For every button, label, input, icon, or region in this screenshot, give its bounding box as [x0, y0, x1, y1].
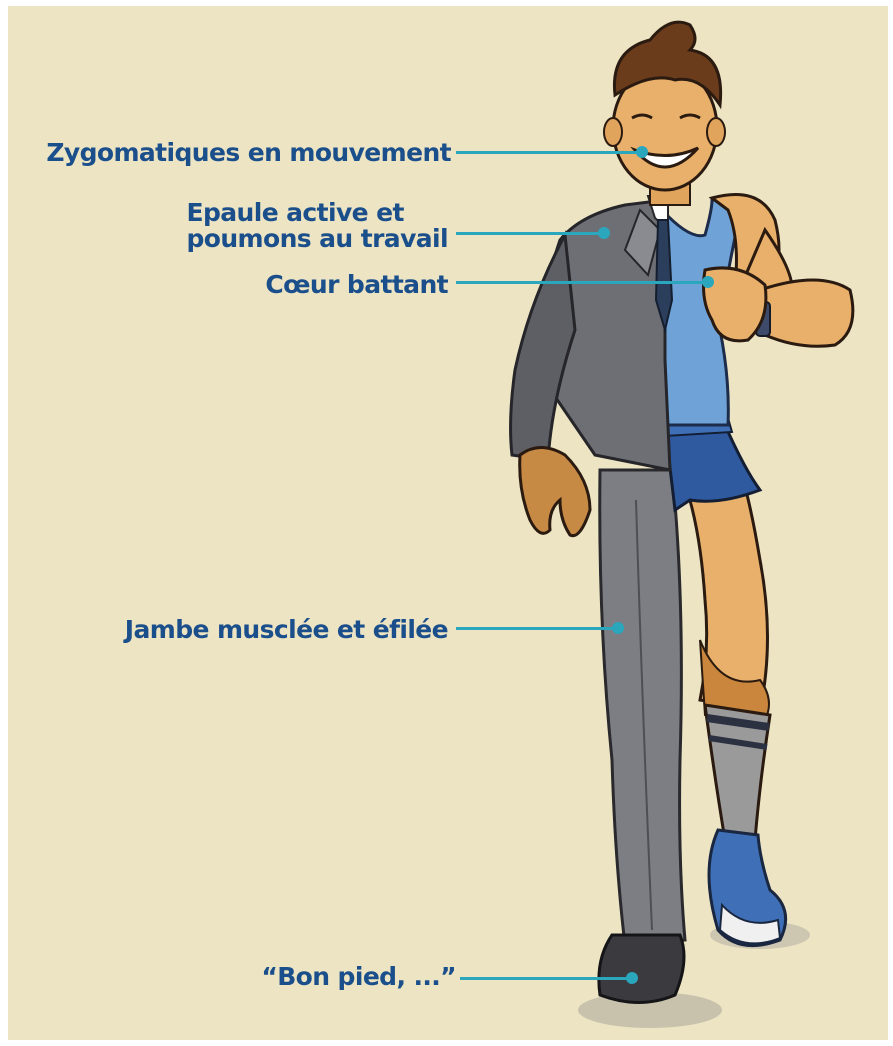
leader-dot-heart	[702, 276, 714, 288]
label-shoulder-line-2: poumons au travail	[186, 226, 448, 252]
label-leg: Jambe musclée et éfilée	[125, 617, 448, 642]
leader-dot-shoulder	[598, 227, 610, 239]
leader-dot-foot	[626, 972, 638, 984]
suit-sleeve	[511, 235, 575, 460]
right-ear	[707, 118, 725, 146]
suit-hand	[520, 448, 590, 536]
runner-forearm	[760, 280, 853, 346]
left-ear	[604, 118, 622, 146]
leader-line-foot	[460, 977, 632, 980]
label-foot: “Bon pied, ...”	[261, 964, 456, 989]
label-zygomatics: Zygomatiques en mouvement	[46, 140, 451, 165]
dress-shoe	[599, 935, 684, 1003]
leader-dot-zygomatics	[636, 146, 648, 158]
leader-line-heart	[456, 281, 708, 284]
leader-line-zygomatics	[456, 151, 642, 154]
leader-line-shoulder	[456, 232, 604, 235]
leader-dot-leg	[612, 622, 624, 634]
label-shoulder: Epaule active et poumons au travail	[186, 200, 448, 252]
label-heart: Cœur battant	[265, 272, 448, 297]
label-shoulder-line-1: Epaule active et	[186, 200, 448, 226]
leader-line-leg	[456, 627, 618, 630]
